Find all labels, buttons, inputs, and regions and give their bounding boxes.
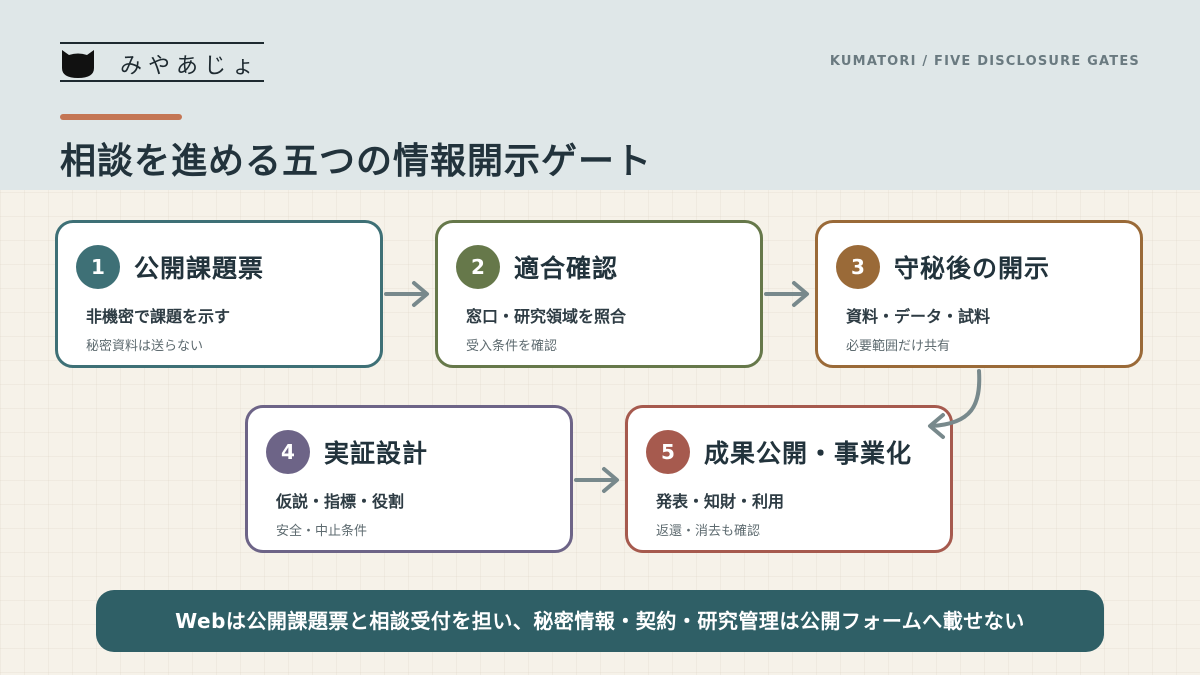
gate-card-5: 5 成果公開・事業化 発表・知財・利用 返還・消去も確認 [625, 405, 953, 553]
gate-title: 実証設計 [324, 439, 429, 468]
arrow-right-icon [384, 281, 429, 307]
title-accent-bar [60, 114, 182, 120]
page-subtitle: KUMATORI / FIVE DISCLOSURE GATES [829, 54, 1140, 69]
gate-number-badge: 1 [76, 245, 120, 289]
arrow-right-icon [764, 281, 809, 307]
gate-main-text: 窓口・研究領域を照合 [466, 307, 627, 326]
gate-number-badge: 3 [836, 245, 880, 289]
gate-number-badge: 2 [456, 245, 500, 289]
gate-sub-text: 必要範囲だけ共有 [846, 339, 951, 354]
arrow-right-icon [574, 467, 619, 493]
gate-card-4: 4 実証設計 仮説・指標・役割 安全・中止条件 [245, 405, 573, 553]
header-band [0, 0, 1200, 190]
gate-title: 成果公開・事業化 [704, 439, 913, 468]
gate-number-badge: 5 [646, 430, 690, 474]
gate-title: 適合確認 [514, 254, 619, 283]
brand-bottom-rule [60, 80, 264, 82]
gate-main-text: 仮説・指標・役割 [276, 492, 405, 511]
gate-sub-text: 受入条件を確認 [466, 339, 558, 354]
gate-main-text: 資料・データ・試料 [846, 307, 991, 326]
gate-number-badge: 4 [266, 430, 310, 474]
gate-sub-text: 安全・中止条件 [276, 524, 368, 539]
gate-card-3: 3 守秘後の開示 資料・データ・試料 必要範囲だけ共有 [815, 220, 1143, 368]
gate-card-2: 2 適合確認 窓口・研究領域を照合 受入条件を確認 [435, 220, 763, 368]
brand-logo: みやあじょ [60, 42, 264, 82]
gate-main-text: 非機密で課題を示す [86, 307, 231, 326]
page-title: 相談を進める五つの情報開示ゲート [60, 141, 653, 182]
brand-name: みやあじょ [120, 54, 261, 79]
gate-sub-text: 返還・消去も確認 [656, 524, 761, 539]
gate-main-text: 発表・知財・利用 [656, 492, 785, 511]
brand-top-rule [60, 42, 264, 44]
footer-text: Webは公開課題票と相談受付を担い、秘密情報・契約・研究管理は公開フォームへ載せ… [175, 609, 1025, 633]
gate-sub-text: 秘密資料は送らない [86, 339, 204, 354]
gate-card-1: 1 公開課題票 非機密で課題を示す 秘密資料は送らない [55, 220, 383, 368]
gate-title: 公開課題票 [134, 254, 265, 283]
gate-title: 守秘後の開示 [894, 254, 1051, 283]
cat-icon [62, 50, 94, 78]
footer-banner: Webは公開課題票と相談受付を担い、秘密情報・契約・研究管理は公開フォームへ載せ… [96, 590, 1104, 652]
